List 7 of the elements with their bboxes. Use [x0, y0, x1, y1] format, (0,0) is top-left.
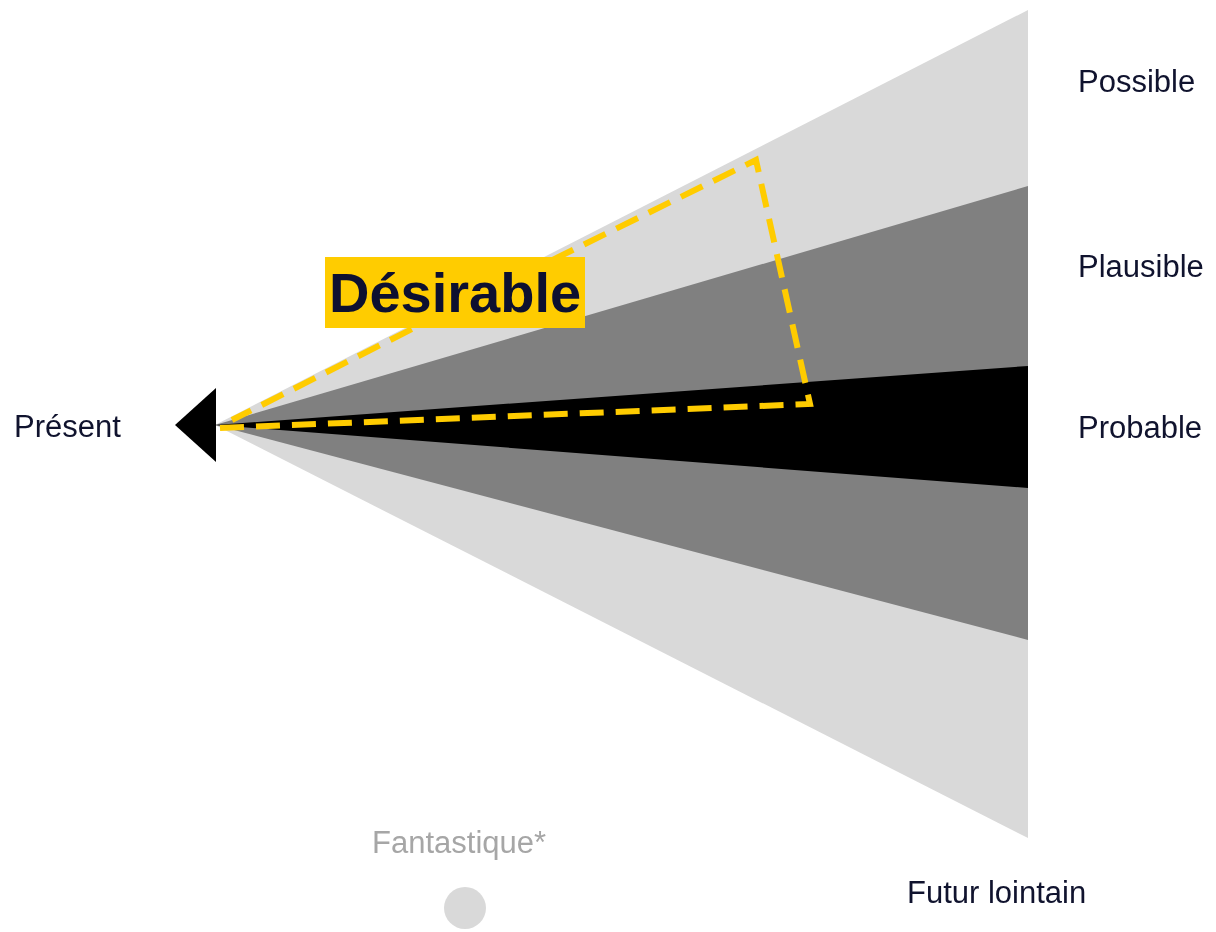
scenario-label: Fantastique*	[372, 824, 547, 862]
scenario-label: Probable	[1078, 409, 1203, 447]
scenario-label: Plausible	[1078, 248, 1204, 286]
timeline-label: Présent	[14, 408, 121, 446]
timeline-label: Futur lointain	[907, 874, 1087, 912]
scenario-label: Possible	[1078, 63, 1196, 101]
highlight-label: Désirable	[325, 257, 586, 328]
